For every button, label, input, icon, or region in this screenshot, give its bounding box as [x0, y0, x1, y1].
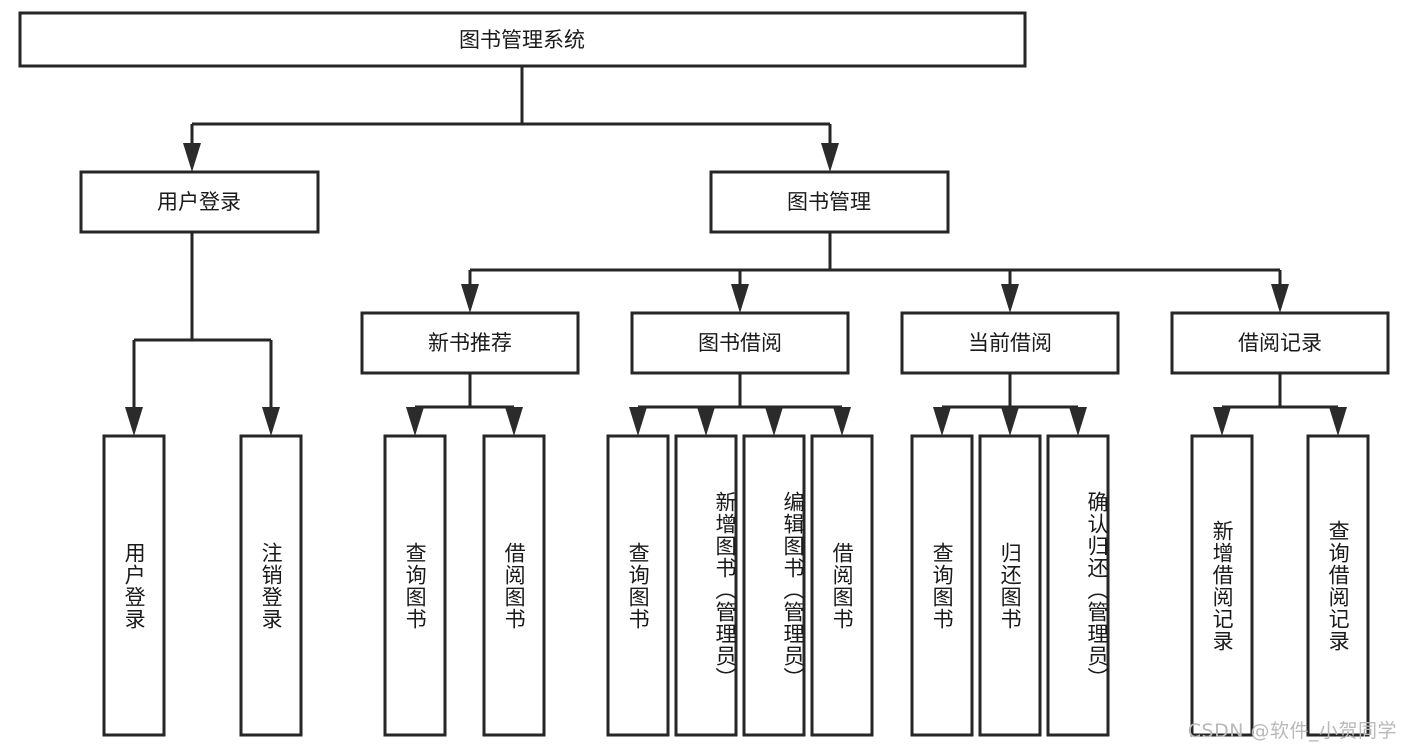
node-book-borrow[interactable]: 图书借阅: [630, 311, 850, 375]
node-leaf-logout-box[interactable]: [239, 434, 303, 737]
node-book-manage-label: 图书管理: [787, 190, 871, 214]
arrow-head-leaf-borrow-book-a: [505, 407, 523, 436]
node-leaf-query-book-a-box[interactable]: [383, 434, 447, 737]
watermark-text: CSDN @软件_小贺同学: [1187, 720, 1397, 742]
node-borrow-record-box[interactable]: [1170, 311, 1390, 375]
arrow-head-leaf-logout: [262, 407, 280, 436]
node-leaf-user-login-box[interactable]: [102, 434, 166, 737]
arrow-head-leaf-query-book-b: [629, 407, 647, 436]
arrow-head-leaf-confirm-return: [1069, 407, 1087, 436]
node-leaf-return-book-box[interactable]: [978, 434, 1042, 737]
node-book-borrow-label: 图书借阅: [698, 331, 782, 355]
arrow-head-new-book-rec: [461, 284, 479, 313]
node-current-borrow-label: 当前借阅: [968, 331, 1052, 355]
leaf-box-group: [102, 434, 1370, 737]
node-new-book-rec-label: 新书推荐: [428, 331, 512, 355]
node-user-login-box[interactable]: [79, 170, 320, 234]
node-leaf-borrow-book-b-box[interactable]: [810, 434, 874, 737]
arrow-head-leaf-add-book: [697, 407, 715, 436]
arrow-head-leaf-borrow-book-b: [833, 407, 851, 436]
node-leaf-edit-book-box[interactable]: [742, 434, 806, 737]
arrow-head-book-manage: [821, 143, 839, 172]
node-book-manage-box[interactable]: [709, 170, 950, 234]
node-new-book-rec[interactable]: 新书推荐: [360, 311, 580, 375]
arrow-head-current-borrow: [1001, 284, 1019, 313]
node-leaf-add-record-box[interactable]: [1190, 434, 1254, 737]
node-root-label: 图书管理系统: [459, 28, 585, 52]
node-leaf-query-book-b-box[interactable]: [606, 434, 670, 737]
node-borrow-record-label: 借阅记录: [1238, 331, 1322, 355]
arrow-head-leaf-query-record: [1329, 407, 1347, 436]
connector-group: [125, 66, 1347, 436]
node-user-login[interactable]: 用户登录: [79, 170, 320, 234]
arrow-head-leaf-edit-book: [765, 407, 783, 436]
node-leaf-add-book-box[interactable]: [674, 434, 738, 737]
node-leaf-query-record-box[interactable]: [1306, 434, 1370, 737]
node-root-box[interactable]: [18, 11, 1027, 68]
arrow-head-borrow-record: [1271, 284, 1289, 313]
node-current-borrow-box[interactable]: [900, 311, 1120, 375]
node-borrow-record[interactable]: 借阅记录: [1170, 311, 1390, 375]
arrow-head-user-login: [183, 143, 201, 172]
node-leaf-borrow-book-a-box[interactable]: [482, 434, 546, 737]
arrow-head-leaf-return-book: [1001, 407, 1019, 436]
node-leaf-confirm-return-box[interactable]: [1046, 434, 1110, 737]
node-new-book-rec-box[interactable]: [360, 311, 580, 375]
arrow-head-leaf-user-login: [125, 407, 143, 436]
arrow-head-leaf-add-record: [1213, 407, 1231, 436]
arrow-head-leaf-query-book-c: [933, 407, 951, 436]
node-book-manage[interactable]: 图书管理: [709, 170, 950, 234]
node-root[interactable]: 图书管理系统: [18, 11, 1027, 68]
node-leaf-query-book-c-box[interactable]: [910, 434, 974, 737]
node-current-borrow[interactable]: 当前借阅: [900, 311, 1120, 375]
node-book-borrow-box[interactable]: [630, 311, 850, 375]
node-user-login-label: 用户登录: [157, 190, 241, 214]
arrow-head-book-borrow: [731, 284, 749, 313]
arrow-head-leaf-query-book-a: [406, 407, 424, 436]
